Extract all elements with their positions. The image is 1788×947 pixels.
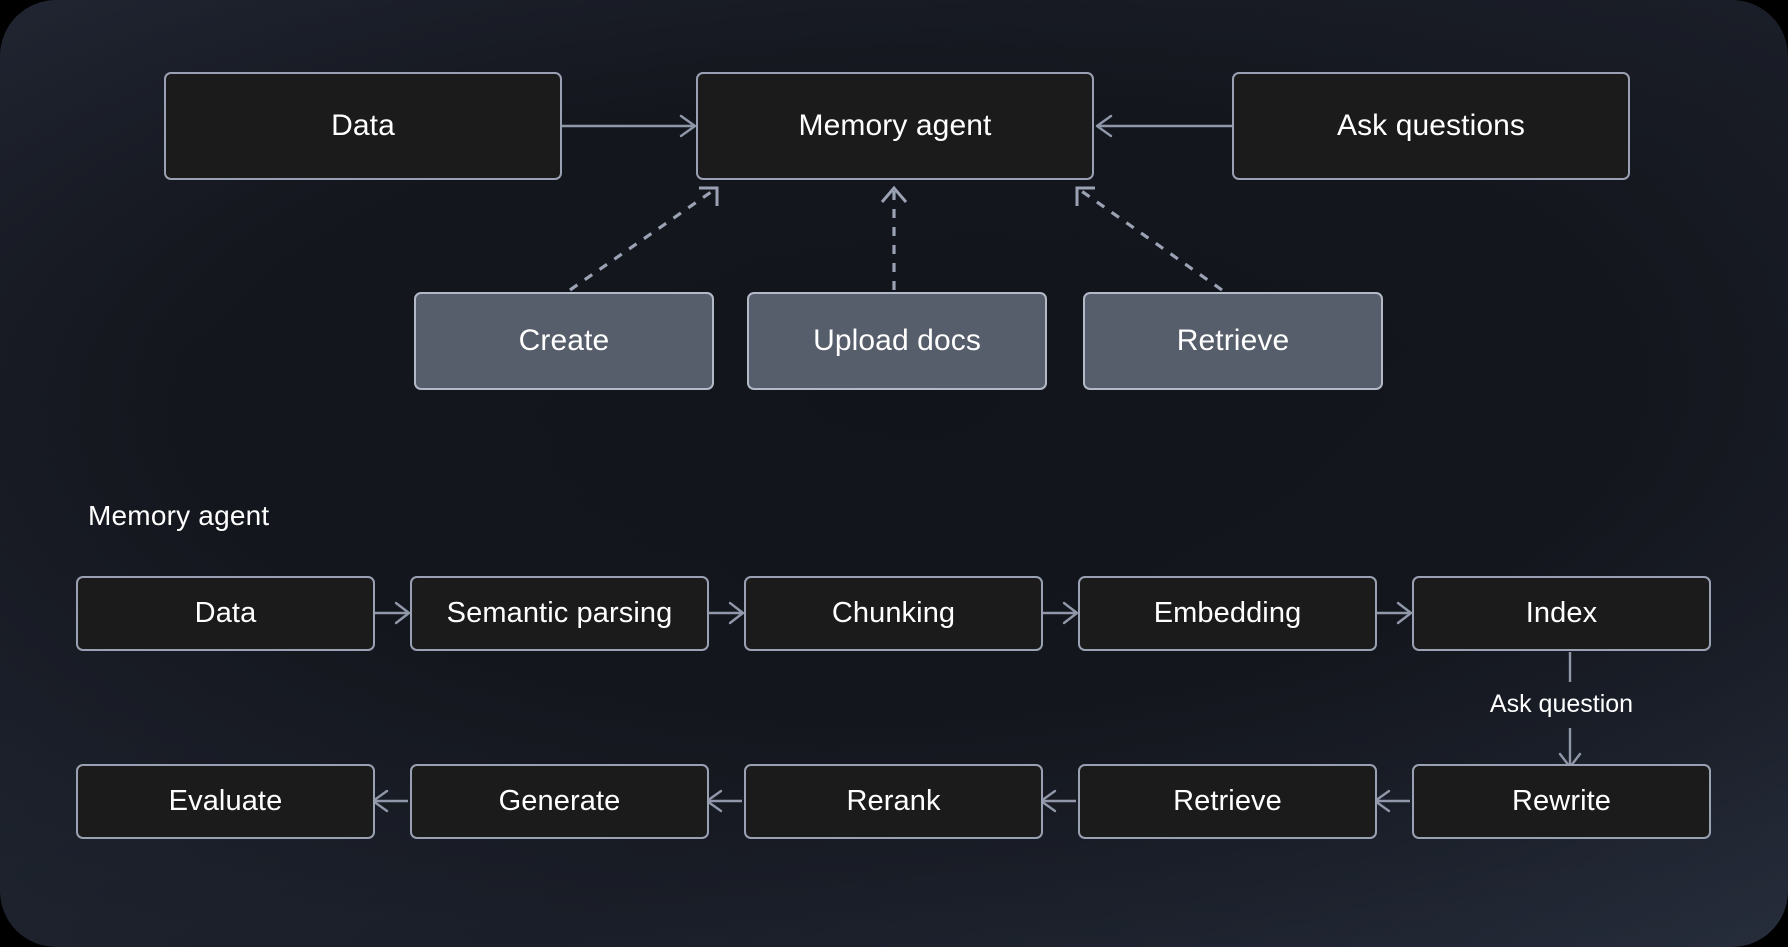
edge-rerank-to-generate [705, 789, 742, 813]
node-retrieve-top[interactable]: Retrieve [1083, 292, 1383, 390]
edge-semantic-parsing-to-chunking [708, 601, 745, 625]
section-title-memory-agent: Memory agent [88, 500, 270, 531]
edge-data-to-memory-agent [562, 114, 697, 138]
edge-upload-docs-to-memory-agent [880, 185, 908, 290]
node-pipeline-semantic-parsing[interactable]: Semantic parsing [410, 576, 709, 651]
node-create[interactable]: Create [414, 292, 714, 390]
node-pipeline-retrieve[interactable]: Retrieve [1078, 764, 1377, 839]
edge-ask-questions-to-memory-agent [1095, 114, 1232, 138]
edge-retrieve-to-memory-agent [1075, 186, 1223, 292]
edge-chunking-to-embedding [1042, 601, 1079, 625]
node-pipeline-data[interactable]: Data [76, 576, 375, 651]
edge-retrieve-to-rerank [1039, 789, 1076, 813]
node-ask-questions[interactable]: Ask questions [1232, 72, 1630, 180]
node-data-top[interactable]: Data [164, 72, 562, 180]
edge-generate-to-evaluate [371, 789, 408, 813]
node-pipeline-evaluate[interactable]: Evaluate [76, 764, 375, 839]
edge-embedding-to-index [1376, 601, 1413, 625]
edge-rewrite-to-retrieve [1373, 789, 1410, 813]
node-memory-agent[interactable]: Memory agent [696, 72, 1094, 180]
node-pipeline-chunking[interactable]: Chunking [744, 576, 1043, 651]
edge-label-ask-question: Ask question [1489, 690, 1634, 718]
node-upload-docs[interactable]: Upload docs [747, 292, 1047, 390]
edge-create-to-memory-agent [569, 186, 719, 292]
node-pipeline-rerank[interactable]: Rerank [744, 764, 1043, 839]
node-pipeline-embedding[interactable]: Embedding [1078, 576, 1377, 651]
edge-data-to-semantic-parsing [374, 601, 411, 625]
node-pipeline-rewrite[interactable]: Rewrite [1412, 764, 1711, 839]
node-pipeline-index[interactable]: Index [1412, 576, 1711, 651]
node-pipeline-generate[interactable]: Generate [410, 764, 709, 839]
